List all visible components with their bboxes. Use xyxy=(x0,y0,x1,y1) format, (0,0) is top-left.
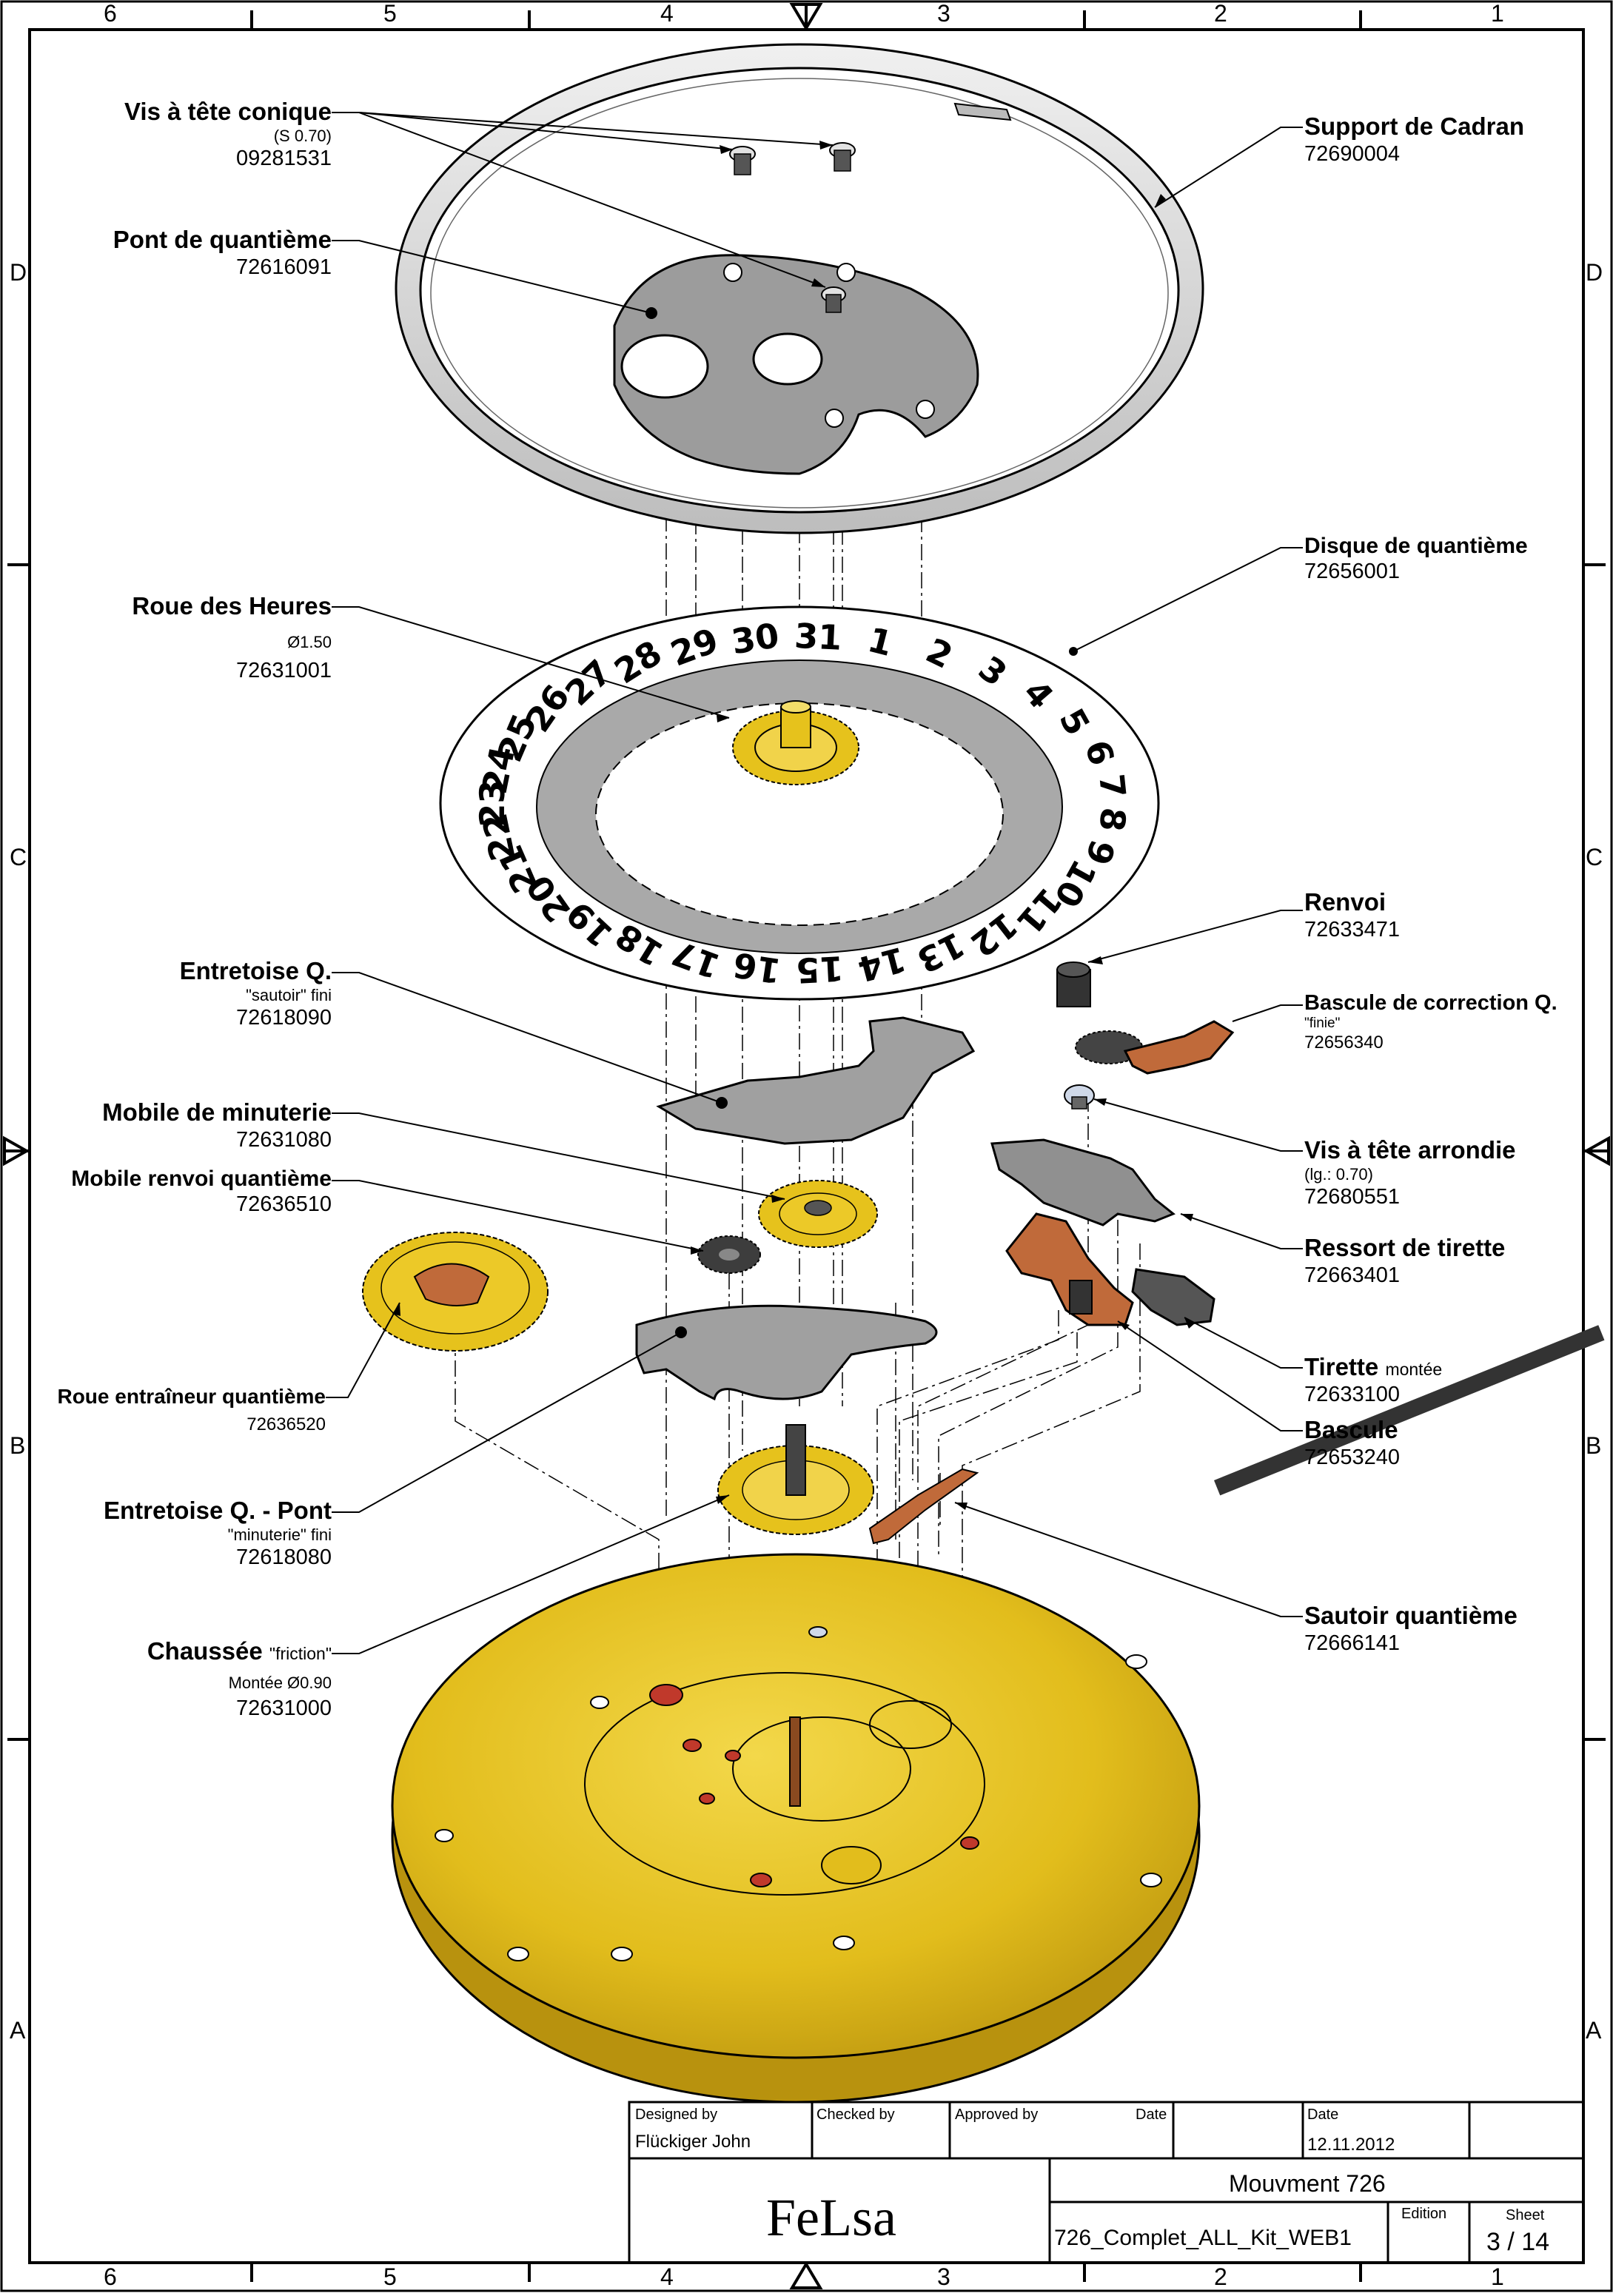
callout-entretoise-q-pont: Entretoise Q. - Pont "minuterie" fini 72… xyxy=(103,1497,332,1569)
approved-by-label: Approved by xyxy=(955,2107,1039,2123)
mobile-renvoi-quantieme xyxy=(697,1235,761,1274)
callout-chaussee: Chaussée "friction" Montée Ø0.90 7263100… xyxy=(147,1637,332,1720)
zone-col-2-top: 2 xyxy=(1214,0,1227,27)
checked-by-label: Checked by xyxy=(816,2107,895,2123)
callout-bascule: Bascule 72653240 xyxy=(1304,1416,1401,1469)
callout-tirette: Tirette montée 72633100 xyxy=(1304,1353,1443,1406)
callout-entretoise-q: Entretoise Q. "sautoir" fini 72618090 xyxy=(179,957,332,1030)
callout-mobile-renvoi-quantieme: Mobile renvoi quantième 72636510 xyxy=(71,1167,332,1217)
sheet-label: Sheet xyxy=(1506,2207,1545,2223)
zone-row-d-right: D xyxy=(1586,259,1603,286)
centering-marks xyxy=(3,3,1610,2289)
designed-by-label: Designed by xyxy=(635,2107,718,2123)
zone-col-6-top: 6 xyxy=(104,0,117,27)
zone-col-3-top: 3 xyxy=(937,0,950,27)
date-number-23: 23 xyxy=(472,780,512,828)
zone-col-1-top: 1 xyxy=(1491,0,1504,27)
pont-de-quantieme-plate xyxy=(613,254,979,475)
callout-ressort-de-tirette: Ressort de tirette 72663401 xyxy=(1304,1234,1506,1287)
mobile-de-minuterie xyxy=(758,1180,878,1248)
entretoise-q-part xyxy=(656,1016,976,1145)
vis-tete-arrondie xyxy=(1064,1084,1095,1110)
designed-by-value: Flückiger John xyxy=(635,2132,751,2152)
date-number-30: 30 xyxy=(729,615,782,662)
callout-support-de-cadran: Support de Cadran 72690004 xyxy=(1304,113,1525,166)
date-number-16: 16 xyxy=(731,944,783,991)
zone-col-5-top: 5 xyxy=(383,0,397,27)
zone-col-2-bottom: 2 xyxy=(1214,2263,1227,2290)
zone-col-4-bottom: 4 xyxy=(660,2263,674,2290)
roue-des-heures xyxy=(732,700,859,785)
date-number-31: 31 xyxy=(794,616,843,658)
bascule-de-correction xyxy=(1075,1020,1235,1075)
leader-lines xyxy=(326,112,1303,1654)
zone-row-b-right: B xyxy=(1586,1432,1602,1459)
zone-row-c-right: C xyxy=(1586,844,1603,870)
zone-ticks xyxy=(7,10,1606,2282)
ressort-de-tirette-part xyxy=(990,1138,1176,1226)
zone-row-a-left: A xyxy=(10,2017,26,2044)
edition-label: Edition xyxy=(1401,2206,1447,2222)
main-plate-movement xyxy=(391,1325,1605,2104)
callout-vis-tete-conique: Vis à tête conique (S 0.70) 09281531 xyxy=(124,98,332,170)
disque-de-quantieme xyxy=(439,605,1160,1001)
zone-row-d-left: D xyxy=(10,259,27,286)
renvoi-pinion xyxy=(1056,961,1091,1007)
zone-col-1-bottom: 1 xyxy=(1491,2263,1504,2290)
zone-col-4-top: 4 xyxy=(660,0,674,27)
date-number-22: 22 xyxy=(474,810,523,865)
drawing-title: Mouvment 726 xyxy=(1229,2170,1386,2197)
sheet-number: 3 / 14 xyxy=(1486,2228,1550,2256)
approval-date-label: Date xyxy=(1136,2107,1167,2123)
callout-sautoir-quantieme: Sautoir quantième 72666141 xyxy=(1304,1602,1518,1655)
zone-col-3-bottom: 3 xyxy=(937,2263,950,2290)
sautoir-quantieme-part xyxy=(868,1468,979,1545)
zone-row-a-right: A xyxy=(1586,2017,1602,2044)
callout-roue-entraineur-quantieme: Roue entraîneur quantième 72636520 xyxy=(57,1385,326,1435)
zone-col-5-bottom: 5 xyxy=(383,2263,397,2290)
date-number-24: 24 xyxy=(474,743,523,797)
callout-disque-de-quantieme: Disque de quantième 72656001 xyxy=(1304,534,1528,584)
roue-entraineur-quantieme xyxy=(362,1232,549,1352)
callout-roue-des-heures: Roue des Heures Ø1.50 72631001 xyxy=(132,592,332,682)
chaussee-wheel xyxy=(717,1424,874,1535)
date-label: Date xyxy=(1307,2107,1339,2123)
entretoise-q-pont-part xyxy=(635,1304,938,1401)
callout-bascule-de-correction: Bascule de correction Q. "finie" 7265634… xyxy=(1304,991,1557,1053)
bascule-part xyxy=(1005,1212,1134,1326)
zone-row-b-left: B xyxy=(10,1432,26,1459)
drawing-filename: 726_Complet_ALL_Kit_WEB1 xyxy=(1054,2226,1352,2250)
conical-screws xyxy=(729,142,856,313)
callout-pont-de-quantieme: Pont de quantième 72616091 xyxy=(113,226,332,279)
company-logo-text: FeLsa xyxy=(766,2188,896,2247)
callout-vis-tete-arrondie: Vis à tête arrondie (lg.: 0.70) 72680551 xyxy=(1304,1136,1516,1209)
title-block-grid xyxy=(628,2101,1585,2264)
callout-renvoi: Renvoi 72633471 xyxy=(1304,888,1401,941)
date-value: 12.11.2012 xyxy=(1307,2135,1395,2155)
date-number-15: 15 xyxy=(795,948,845,990)
zone-row-c-left: C xyxy=(10,844,27,870)
zone-col-6-bottom: 6 xyxy=(104,2263,117,2290)
leader-arrowheads xyxy=(392,141,1195,1510)
callout-mobile-de-minuterie: Mobile de minuterie 72631080 xyxy=(102,1098,332,1152)
date-number-8: 8 xyxy=(1092,806,1134,833)
tirette-part xyxy=(1069,1268,1215,1326)
date-number-7: 7 xyxy=(1091,772,1133,799)
